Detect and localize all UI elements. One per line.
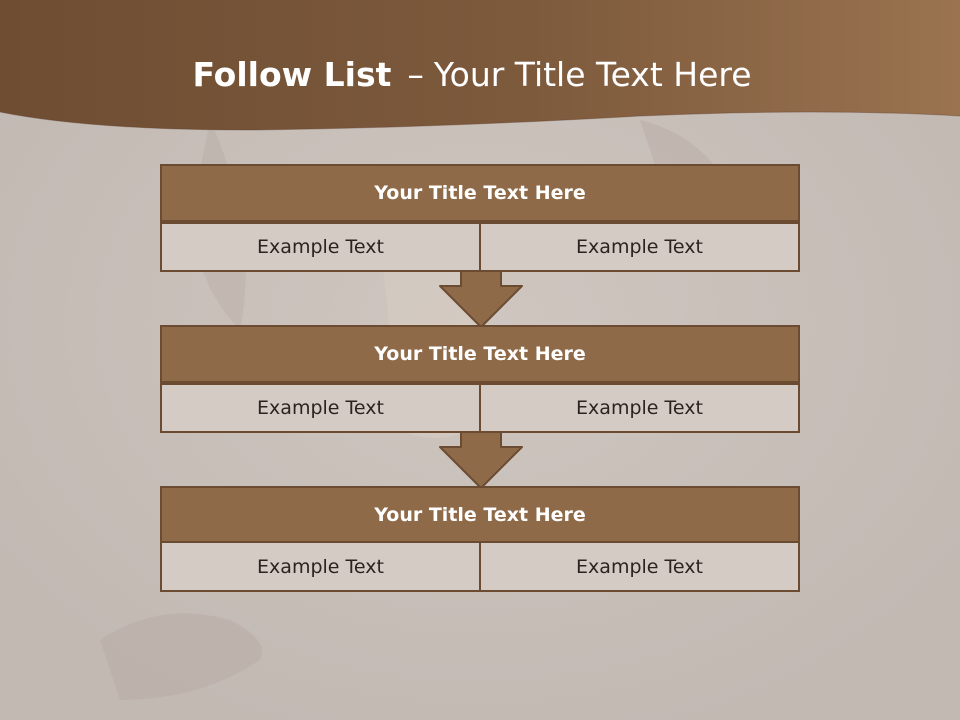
- down-arrow-icon: [439, 270, 523, 328]
- flow-block-3: Your Title Text Here Example Text Exampl…: [160, 486, 800, 592]
- flow-block-1: Your Title Text Here Example Text Exampl…: [160, 164, 800, 272]
- down-arrow-icon: [439, 431, 523, 489]
- block-cell-right: Example Text: [479, 222, 800, 272]
- block-title: Your Title Text Here: [160, 486, 800, 543]
- block-cell-right: Example Text: [479, 383, 800, 433]
- flow-block-2: Your Title Text Here Example Text Exampl…: [160, 325, 800, 433]
- block-cell-left: Example Text: [160, 541, 481, 592]
- block-cell-right: Example Text: [479, 541, 800, 592]
- title-bold-part: Follow List: [192, 55, 392, 94]
- block-cell-left: Example Text: [160, 222, 481, 272]
- block-cell-left: Example Text: [160, 383, 481, 433]
- block-title: Your Title Text Here: [160, 164, 800, 222]
- title-separator: –: [407, 55, 424, 94]
- block-title: Your Title Text Here: [160, 325, 800, 383]
- title-rest-part: Your Title Text Here: [433, 55, 752, 94]
- slide-title: Follow List–Your Title Text Here: [0, 52, 944, 98]
